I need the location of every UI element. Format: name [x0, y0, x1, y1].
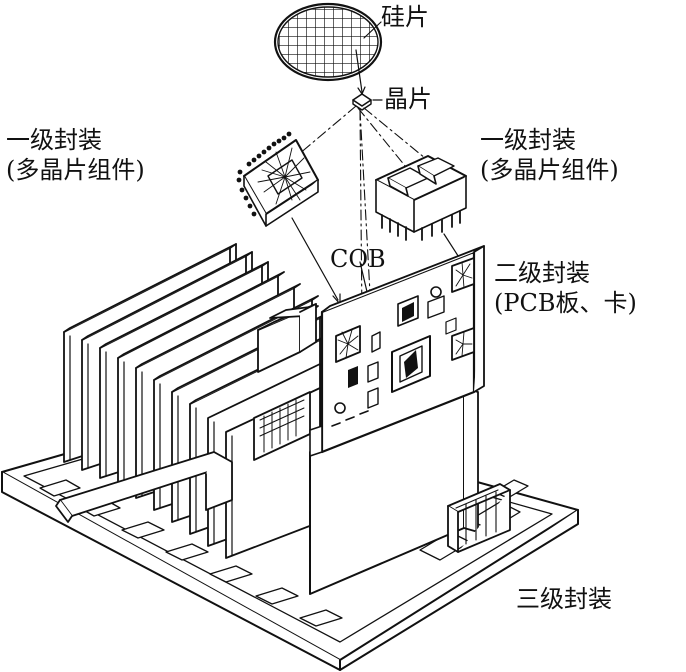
second-level-label: 二级封装 (PCB板、卡) — [494, 258, 637, 318]
wafer-to-die-arrow — [355, 49, 363, 93]
second-level-subtitle: (PCB板、卡) — [494, 289, 637, 317]
wafer-label: 硅片 — [381, 3, 429, 31]
left-mcm-arrow — [291, 217, 339, 301]
wafer — [273, 2, 383, 82]
first-level-right-title: 一级封装 — [480, 126, 576, 154]
main-pcb — [309, 245, 485, 595]
left-connector — [257, 303, 319, 373]
first-level-left-label: 一级封装 (多晶片组件) — [6, 125, 145, 185]
backplane-connector — [253, 391, 311, 461]
left-mcm — [236, 131, 319, 227]
first-level-right-subtitle: (多晶片组件) — [480, 156, 619, 184]
right-connector — [447, 483, 511, 553]
right-mcm — [375, 155, 467, 241]
die-label: 晶片 — [384, 85, 432, 113]
wafer-to-die-arrowhead — [357, 86, 366, 95]
first-level-right-label: 一级封装 (多晶片组件) — [480, 125, 619, 185]
second-level-title: 二级封装 — [494, 259, 590, 287]
third-level-label: 三级封装 — [516, 585, 612, 613]
die — [352, 93, 372, 111]
wafer-leader — [363, 21, 382, 39]
first-level-left-subtitle: (多晶片组件) — [6, 156, 145, 184]
ribbon-cable — [55, 451, 233, 523]
first-level-left-title: 一级封装 — [6, 126, 102, 154]
cob-label: COB — [330, 245, 386, 273]
